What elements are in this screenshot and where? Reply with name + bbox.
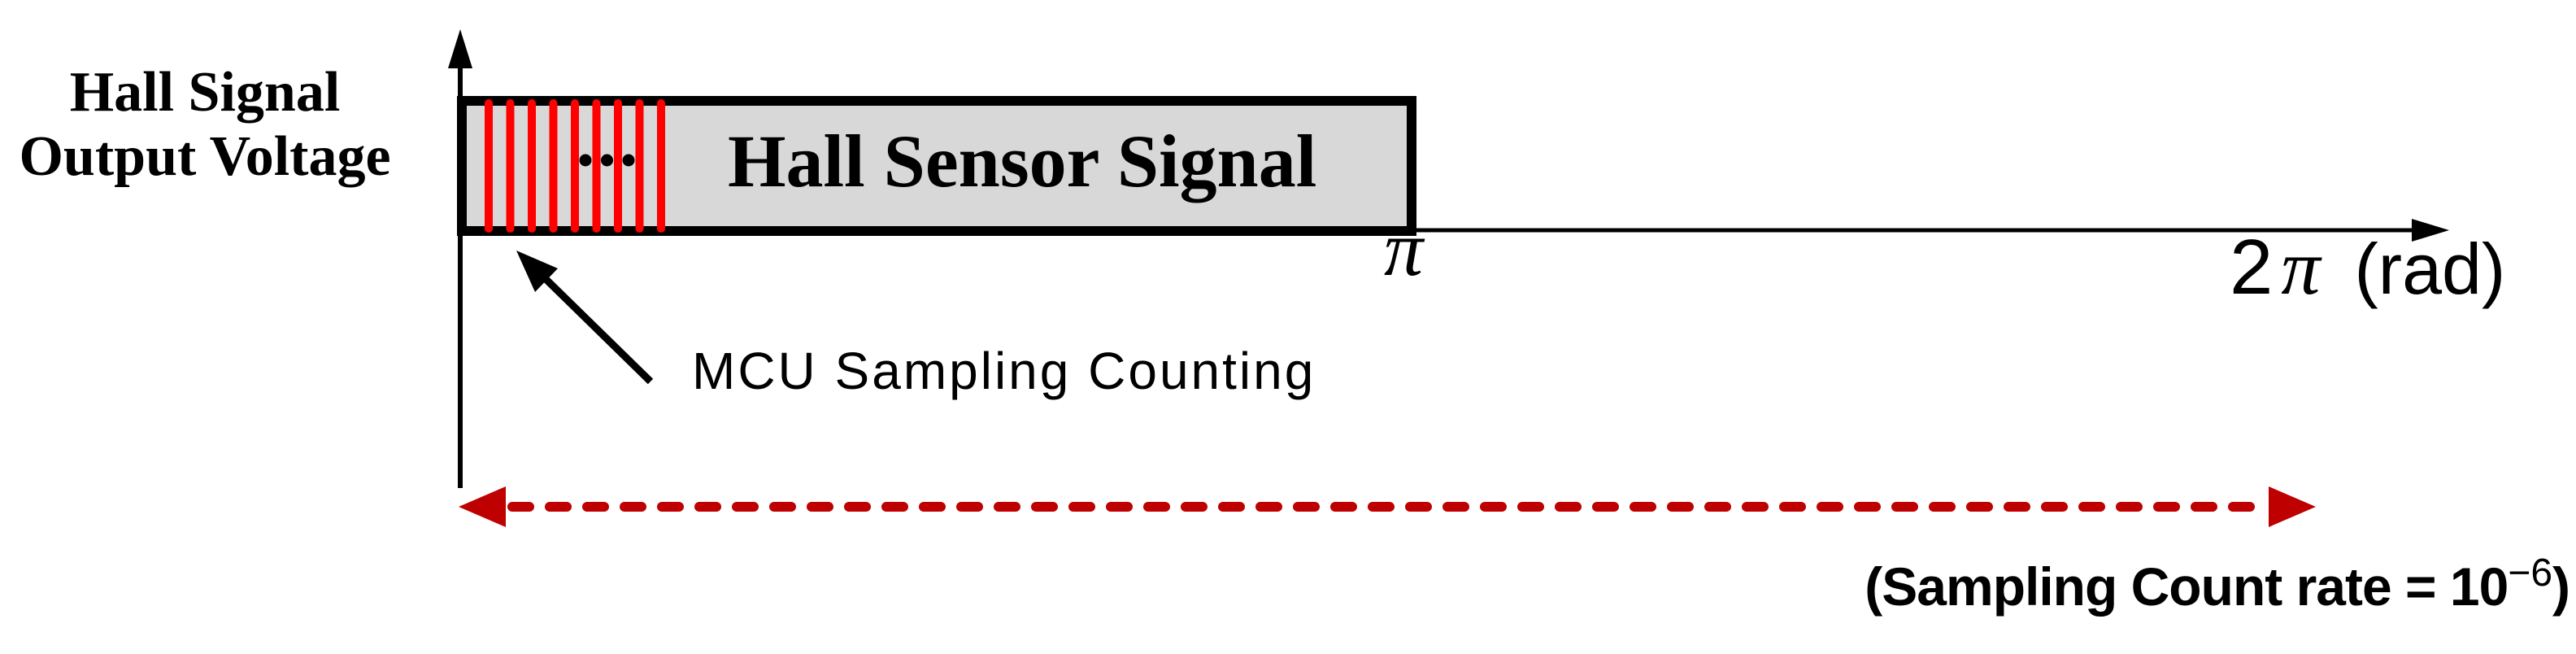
x-axis-arrowhead-icon: [2412, 219, 2449, 242]
annotation-mcu-sampling: MCU Sampling Counting: [692, 342, 1316, 400]
y-axis-label: Hall Signal Output Voltage: [18, 60, 392, 189]
sampling-count-note: (Sampling Count rate = 10−6): [1865, 554, 2570, 614]
y-axis-label-line2: Output Voltage: [19, 125, 391, 188]
ellipsis-dot-icon: [601, 154, 613, 167]
range-arrowhead-left-icon: [459, 486, 506, 527]
ellipsis-dot-icon: [579, 154, 592, 167]
ellipsis-dot-icon: [622, 154, 635, 167]
x-tick-pi: π: [1383, 205, 1424, 292]
box-label: Hall Sensor Signal: [728, 120, 1317, 203]
sampling-count-note-prefix: (Sampling Count rate = 10: [1865, 556, 2509, 617]
sampling-tick-lines: [485, 99, 665, 233]
annotation-arrow-line: [538, 272, 654, 385]
range-arrowhead-right-icon: [2269, 486, 2316, 527]
sampling-count-note-exponent: −6: [2508, 552, 2553, 595]
x-tick-2pi-symbol: π: [2281, 224, 2321, 311]
x-axis-unit: (rad): [2354, 229, 2506, 309]
sampling-count-note-suffix: ): [2552, 556, 2570, 617]
y-axis-label-line1: Hall Signal: [69, 61, 341, 124]
y-axis-arrowhead-icon: [448, 29, 472, 68]
annotation-arrowhead-icon: [516, 251, 558, 292]
x-tick-2pi-coefficient: 2: [2230, 224, 2274, 311]
